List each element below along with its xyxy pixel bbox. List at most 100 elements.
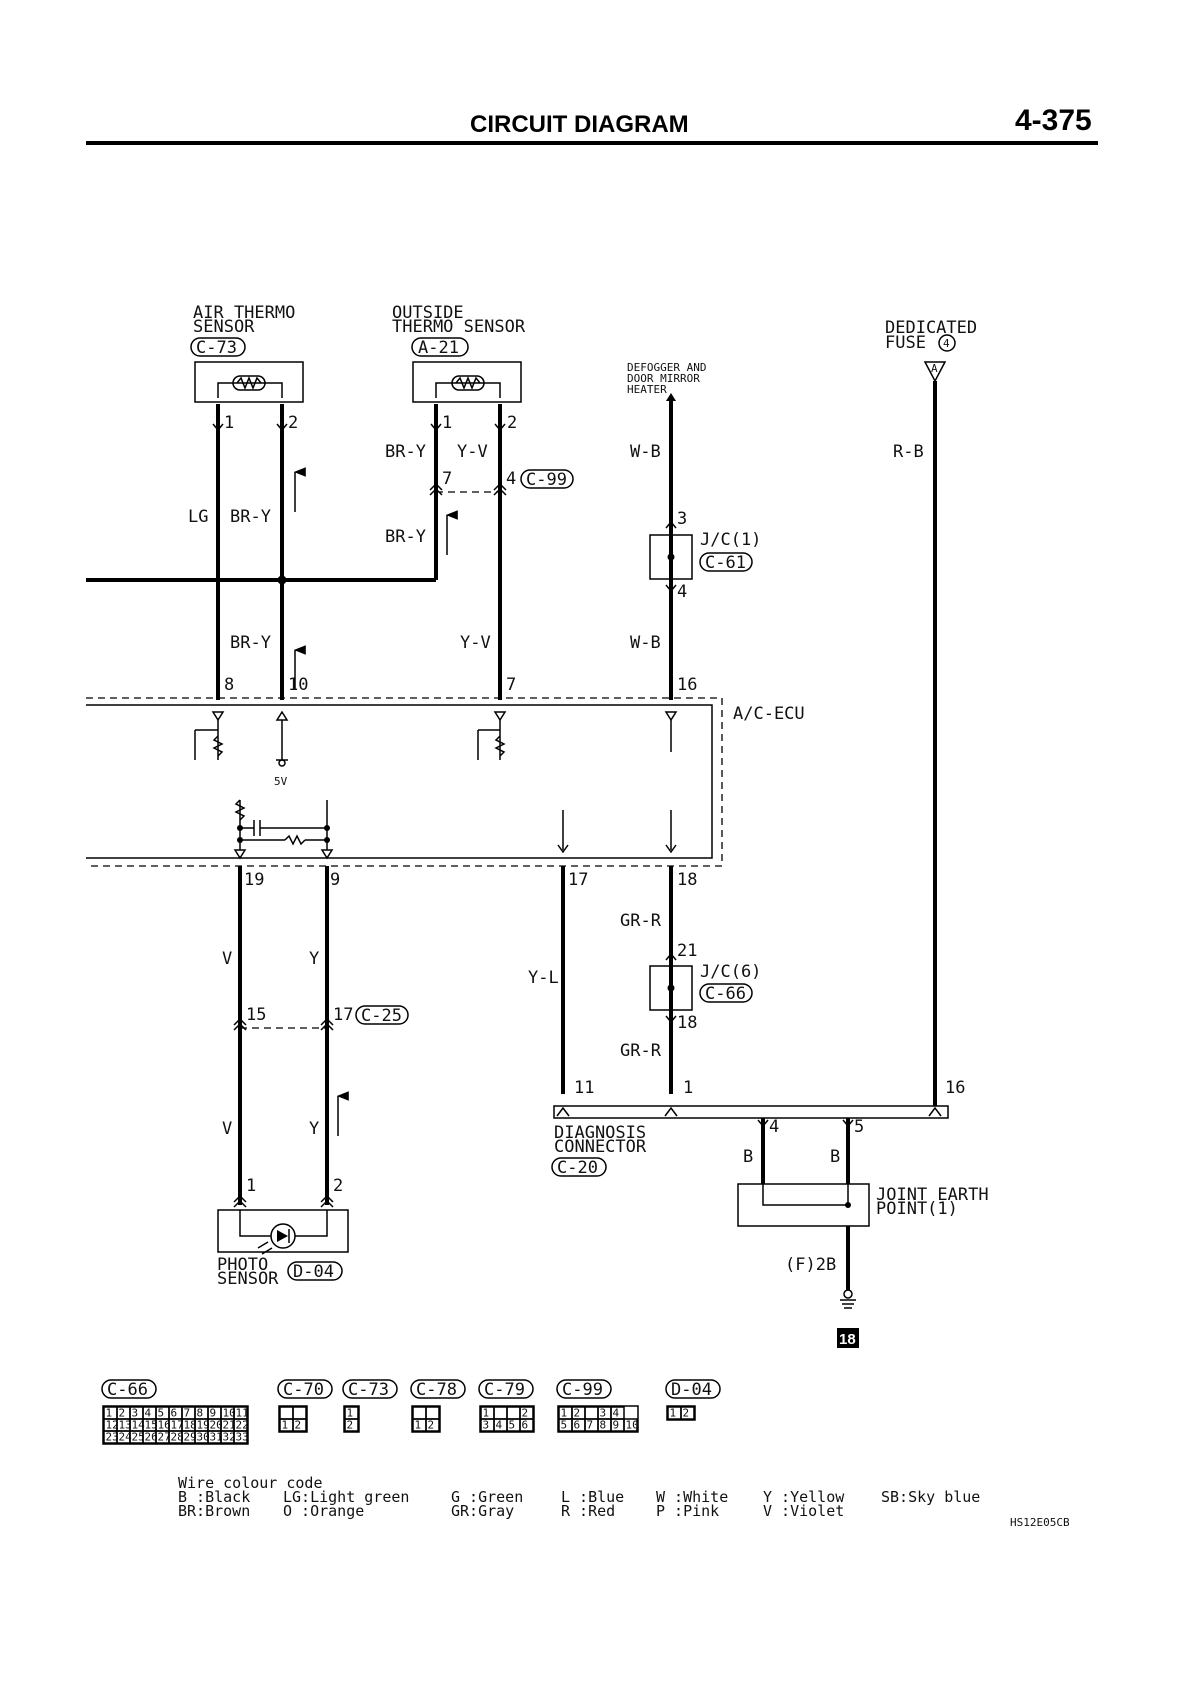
legend-pin: 2 bbox=[347, 1419, 354, 1432]
legend-pin: 8 bbox=[197, 1407, 204, 1420]
air-thermo-box bbox=[194, 361, 304, 403]
legend-pin: 2 bbox=[522, 1407, 529, 1420]
legend-pin: 10 bbox=[626, 1419, 639, 1432]
fuse-label-2: FUSE bbox=[885, 333, 926, 353]
air-thermo-connector: C-73 bbox=[196, 338, 237, 358]
c25-connector: 15 17 C-25 bbox=[233, 1005, 409, 1031]
wire-label-b: B bbox=[743, 1147, 753, 1167]
wire-label-yv: Y-V bbox=[460, 633, 491, 653]
wire-label-lg: LG bbox=[188, 507, 208, 527]
wire-code-entry: Y :Yellow bbox=[763, 1488, 845, 1506]
legend-pin: 5 bbox=[158, 1407, 165, 1420]
legend-connector-name: C-73 bbox=[348, 1380, 389, 1400]
jc6-connector-oval bbox=[699, 983, 753, 1003]
wire-code-entry: O :Orange bbox=[283, 1502, 364, 1520]
wire-label-wb: W-B bbox=[630, 442, 661, 462]
wire-label-bry: BR-Y bbox=[230, 633, 271, 653]
legend-pin: 5 bbox=[509, 1419, 516, 1432]
outside-thermo-label-2: THERMO SENSOR bbox=[392, 317, 526, 337]
legend-pin: 1 bbox=[561, 1407, 568, 1420]
c99-pin-left: 7 bbox=[442, 469, 452, 489]
c99-pin-right: 4 bbox=[506, 469, 516, 489]
legend-pin: 10 bbox=[223, 1407, 236, 1420]
legend-pin: 27 bbox=[158, 1431, 171, 1444]
fuse-terminal: A bbox=[931, 362, 938, 375]
defogger-label-3: HEATER bbox=[627, 383, 667, 396]
ecu-pin-10: 10 bbox=[288, 675, 308, 695]
legend-pin: 7 bbox=[184, 1407, 191, 1420]
legend-pin: 9 bbox=[210, 1407, 217, 1420]
legend-pin: 2 bbox=[574, 1407, 581, 1420]
wire-code-entry: V :Violet bbox=[763, 1502, 844, 1520]
outside-thermo-pin2: 2 bbox=[507, 413, 517, 433]
legend-pin: 6 bbox=[574, 1419, 581, 1432]
outside-thermo-label-1: OUTSIDE bbox=[392, 303, 464, 323]
c25-connector-name: C-25 bbox=[361, 1006, 402, 1026]
legend-pin: 33 bbox=[236, 1431, 249, 1444]
legend-pin: 22 bbox=[236, 1419, 249, 1432]
ecu-pin-17: 17 bbox=[568, 870, 588, 890]
wire-code-entry: R :Red bbox=[561, 1502, 615, 1520]
page-title: CIRCUIT DIAGRAM bbox=[470, 111, 689, 138]
legend-pin: 1 bbox=[106, 1407, 113, 1420]
upper-wires bbox=[86, 381, 937, 1106]
legend-connector-name: C-70 bbox=[283, 1380, 324, 1400]
wire-code-entry: BR:Brown bbox=[178, 1502, 250, 1520]
page-number: 4-375 bbox=[1015, 104, 1092, 137]
ecu-voltage: 5V bbox=[274, 775, 288, 788]
fuse-terminal-triangle bbox=[923, 361, 947, 383]
ground-number-badge bbox=[837, 1328, 859, 1348]
wire-label-grr: GR-R bbox=[620, 1041, 662, 1061]
wire-label-y: Y bbox=[309, 1119, 319, 1139]
legend-pin: 14 bbox=[132, 1419, 146, 1432]
legend-connector-oval bbox=[478, 1379, 534, 1399]
jc6-label: J/C(6) bbox=[700, 962, 761, 982]
jc6-pin-top: 21 bbox=[677, 941, 697, 961]
legend-pin: 13 bbox=[119, 1419, 132, 1432]
ecu-internal-circuit: 5V bbox=[194, 710, 678, 860]
ground-icon bbox=[843, 1289, 853, 1299]
outside-thermo-pin1: 1 bbox=[442, 413, 452, 433]
page-header: CIRCUIT DIAGRAM 4-375 bbox=[86, 104, 1098, 145]
legend-pin: 19 bbox=[197, 1419, 210, 1432]
dedicated-fuse: DEDICATED FUSE 4 A bbox=[885, 318, 977, 383]
legend-pin: 17 bbox=[171, 1419, 184, 1432]
ac-ecu: A/C-ECU 8 10 7 16 19 9 17 18 5V bbox=[86, 675, 805, 890]
ground-label: (F)2B bbox=[785, 1255, 836, 1275]
legend-pin: 18 bbox=[184, 1419, 197, 1432]
arrow-down-icon bbox=[666, 393, 676, 401]
ecu-pin-18: 18 bbox=[677, 870, 697, 890]
fuse-number-circle bbox=[938, 334, 956, 352]
legend-pin: 15 bbox=[145, 1419, 158, 1432]
legend-pin: 31 bbox=[210, 1431, 223, 1444]
joint-earth-label-1: JOINT EARTH bbox=[876, 1185, 989, 1205]
diag-pin-1: 1 bbox=[683, 1078, 693, 1098]
air-thermo-label-1: AIR THERMO bbox=[193, 303, 295, 323]
wire-label-v: V bbox=[222, 949, 232, 969]
legend-connector-name: C-66 bbox=[107, 1380, 148, 1400]
joint-earth-label-2: POINT(1) bbox=[876, 1199, 958, 1219]
legend-pin: 25 bbox=[132, 1431, 145, 1444]
legend-connector-oval bbox=[101, 1379, 157, 1399]
c99-connector-name: C-99 bbox=[526, 470, 567, 490]
photo-pin2: 2 bbox=[333, 1176, 343, 1196]
ecu-pin-7: 7 bbox=[506, 675, 516, 695]
legend-pin: 7 bbox=[587, 1419, 594, 1432]
legend-pin: 1 bbox=[282, 1419, 289, 1432]
photo-pin1: 1 bbox=[246, 1176, 256, 1196]
wire-label-bry: BR-Y bbox=[230, 507, 271, 527]
legend-pin: 4 bbox=[145, 1407, 152, 1420]
legend-pin: 20 bbox=[210, 1419, 223, 1432]
diag-connector: C-20 bbox=[557, 1158, 598, 1178]
fuse-number: 4 bbox=[943, 337, 950, 350]
wire-colour-code: Wire colour code B :BlackBR:BrownLG:Ligh… bbox=[178, 1474, 980, 1520]
wire-code-entry: L :Blue bbox=[561, 1488, 624, 1506]
legend-connector-oval bbox=[556, 1379, 612, 1399]
ecu-pin-16: 16 bbox=[677, 675, 697, 695]
fuse-label-1: DEDICATED bbox=[885, 318, 977, 338]
legend-pin: 23 bbox=[106, 1431, 119, 1444]
